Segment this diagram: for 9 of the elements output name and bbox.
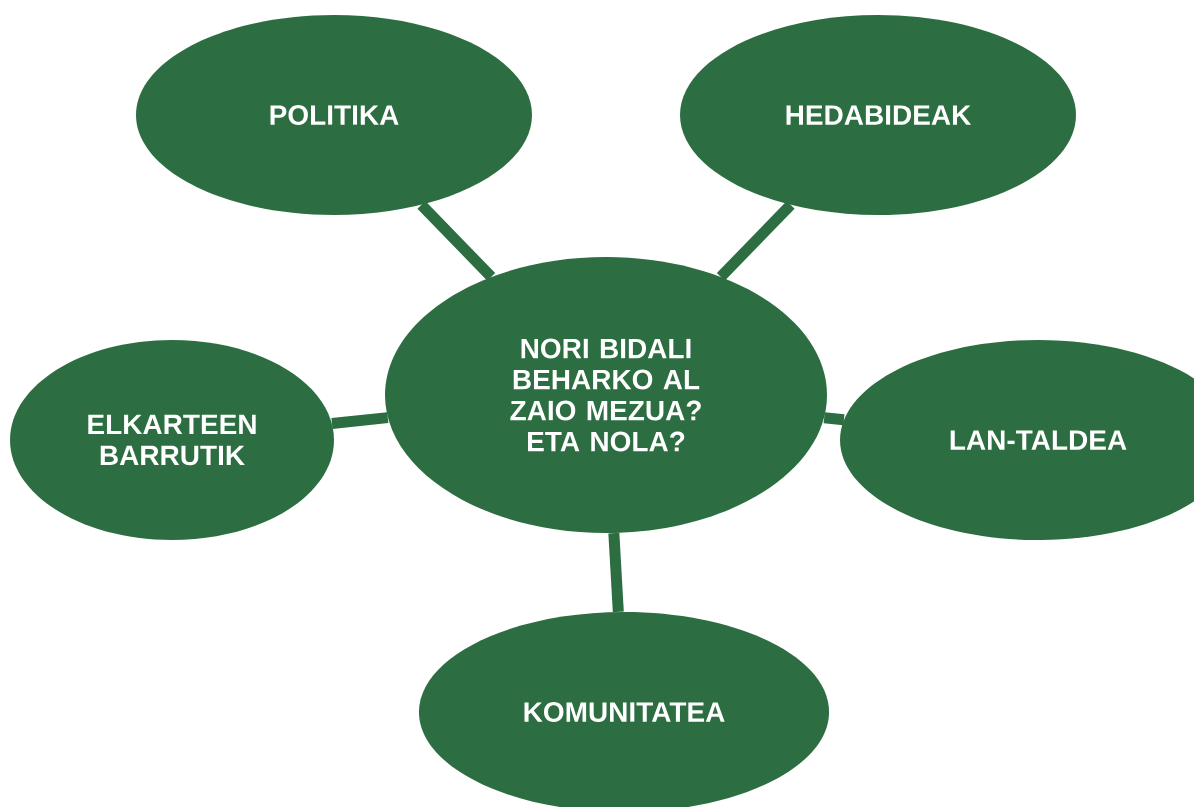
connector-line: [331, 412, 389, 429]
connector-line: [823, 412, 845, 426]
connector-line: [417, 201, 496, 281]
ellipse-node: NORI BIDALI BEHARKO AL ZAIO MEZUA? ETA NOLA?: [385, 257, 827, 533]
ellipse-node: ELKARTEEN BARRUTIK: [10, 340, 334, 540]
connector-line: [608, 532, 624, 613]
ellipse-node: POLITIKA: [136, 15, 532, 215]
ellipse-node: HEDABIDEAK: [680, 15, 1076, 215]
connector-line: [716, 201, 795, 281]
